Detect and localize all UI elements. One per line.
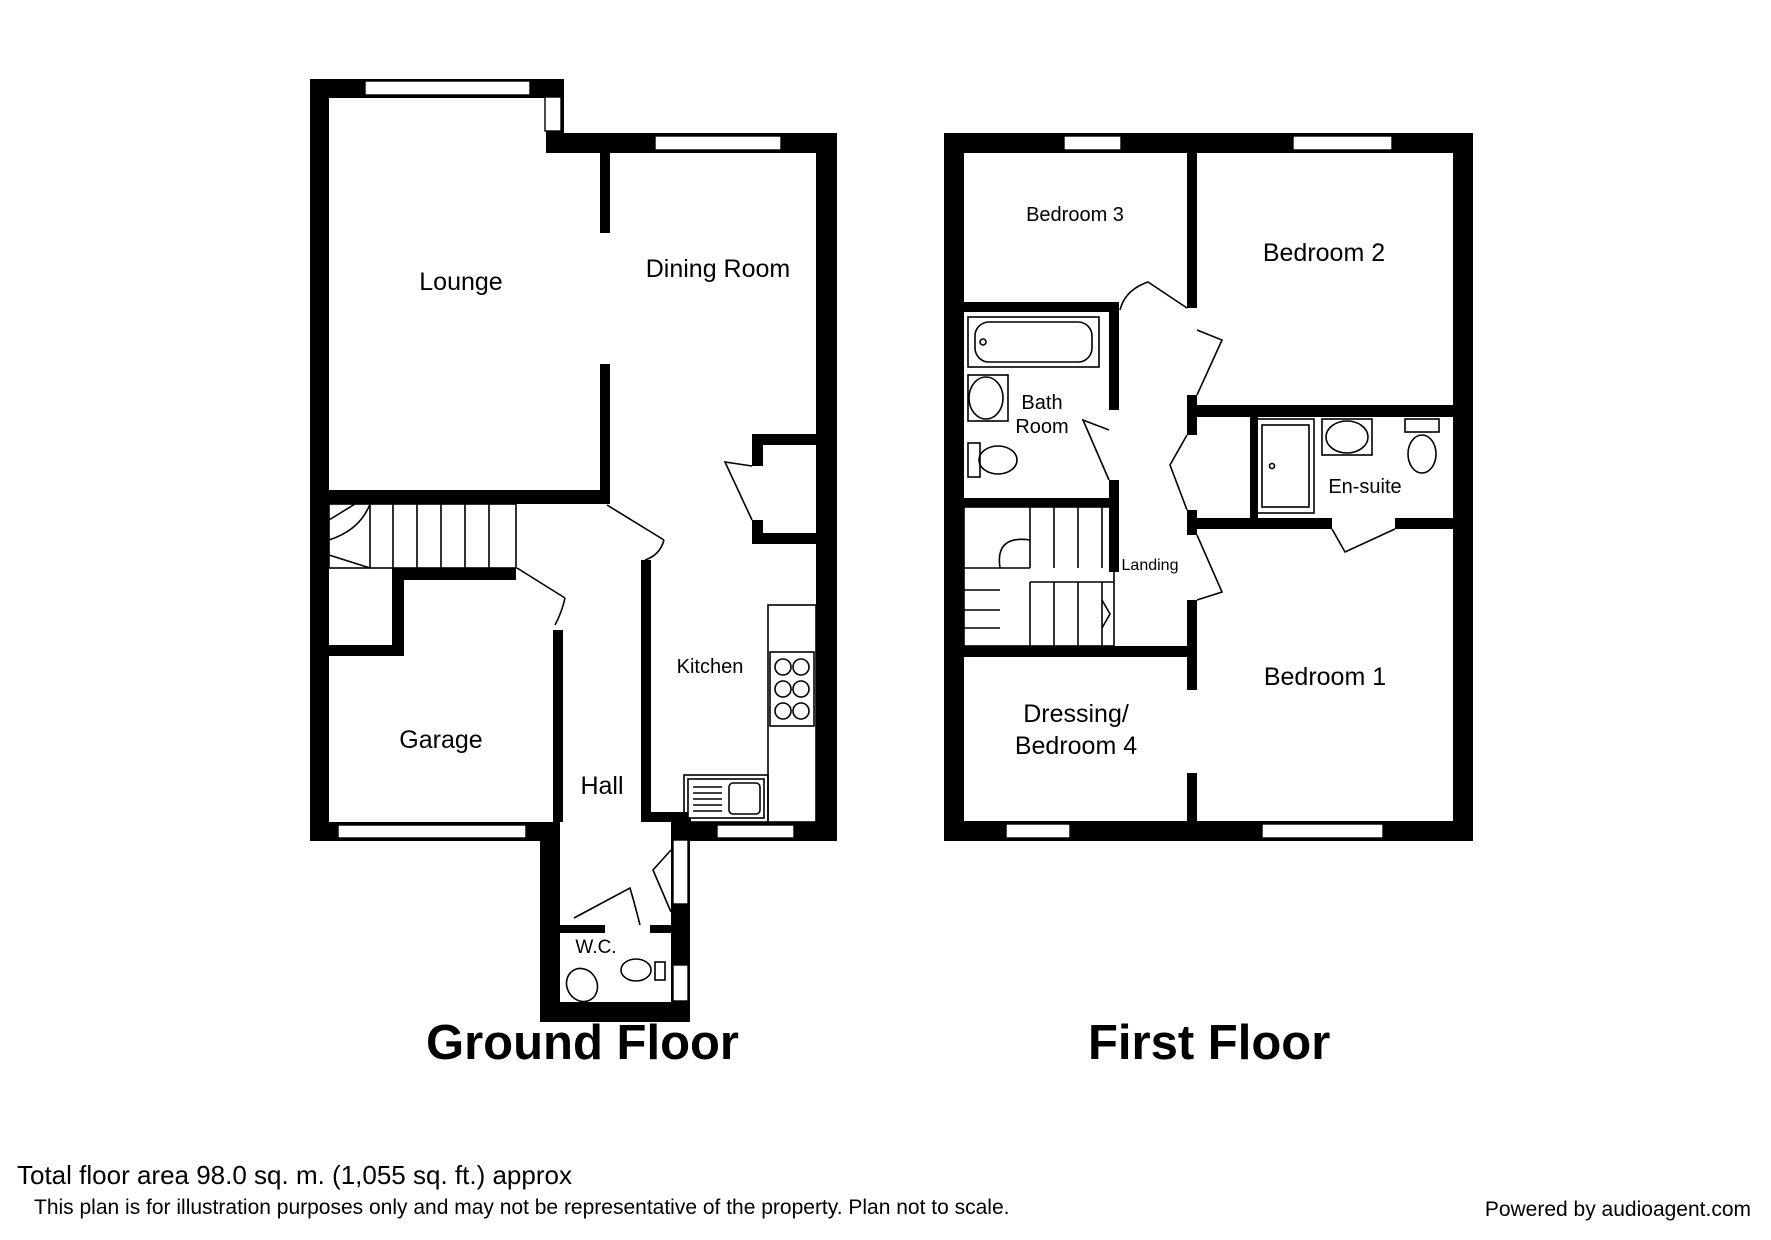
shower-tray-icon [1254, 418, 1315, 514]
wc-basin-icon [565, 967, 599, 1003]
first-floor-title: First Floor [1088, 1016, 1331, 1070]
ground-floor-title: Ground Floor [426, 1016, 739, 1070]
ground-stairs-icon [328, 503, 517, 569]
room-hall: Hall [580, 772, 623, 800]
room-landing: Landing [1122, 557, 1179, 574]
room-bedroom-1: Bedroom 1 [1264, 663, 1386, 691]
hob-icon [769, 651, 815, 727]
disclaimer: This plan is for illustration purposes o… [34, 1196, 1010, 1219]
room-bath-room-line1: Bath [1021, 392, 1062, 414]
room-dressing-line2: Bedroom 4 [1015, 732, 1137, 760]
ground-floor-plan: Lounge Dining Room Kitchen Garage Hall W… [310, 79, 837, 1022]
sink-icon [687, 778, 765, 819]
ensuite-basin-icon [1321, 418, 1373, 456]
wc-toilet-icon [620, 958, 666, 982]
room-dressing-line1: Dressing/ [1023, 700, 1129, 728]
room-garage: Garage [399, 726, 482, 754]
room-en-suite: En-suite [1328, 476, 1401, 498]
powered-by: Powered by audioagent.com [1484, 1198, 1751, 1221]
first-floor-plan: Bedroom 3 Bedroom 2 Bath Room En-suite L… [944, 133, 1473, 841]
bathtub-icon [967, 316, 1100, 368]
room-lounge: Lounge [419, 268, 502, 296]
room-bedroom-3: Bedroom 3 [1026, 204, 1124, 226]
bath-toilet-icon [967, 442, 1018, 478]
total-floor-area: Total floor area 98.0 sq. m. (1,055 sq. … [17, 1160, 572, 1190]
ensuite-toilet-icon [1404, 418, 1440, 474]
first-stairs-icon [963, 506, 1115, 647]
room-bedroom-2: Bedroom 2 [1263, 239, 1385, 267]
room-bath-room-line2: Room [1015, 416, 1068, 438]
room-dining-room: Dining Room [646, 255, 791, 283]
room-kitchen: Kitchen [677, 656, 744, 678]
room-wc: W.C. [575, 937, 616, 958]
bath-basin-icon [967, 374, 1009, 422]
